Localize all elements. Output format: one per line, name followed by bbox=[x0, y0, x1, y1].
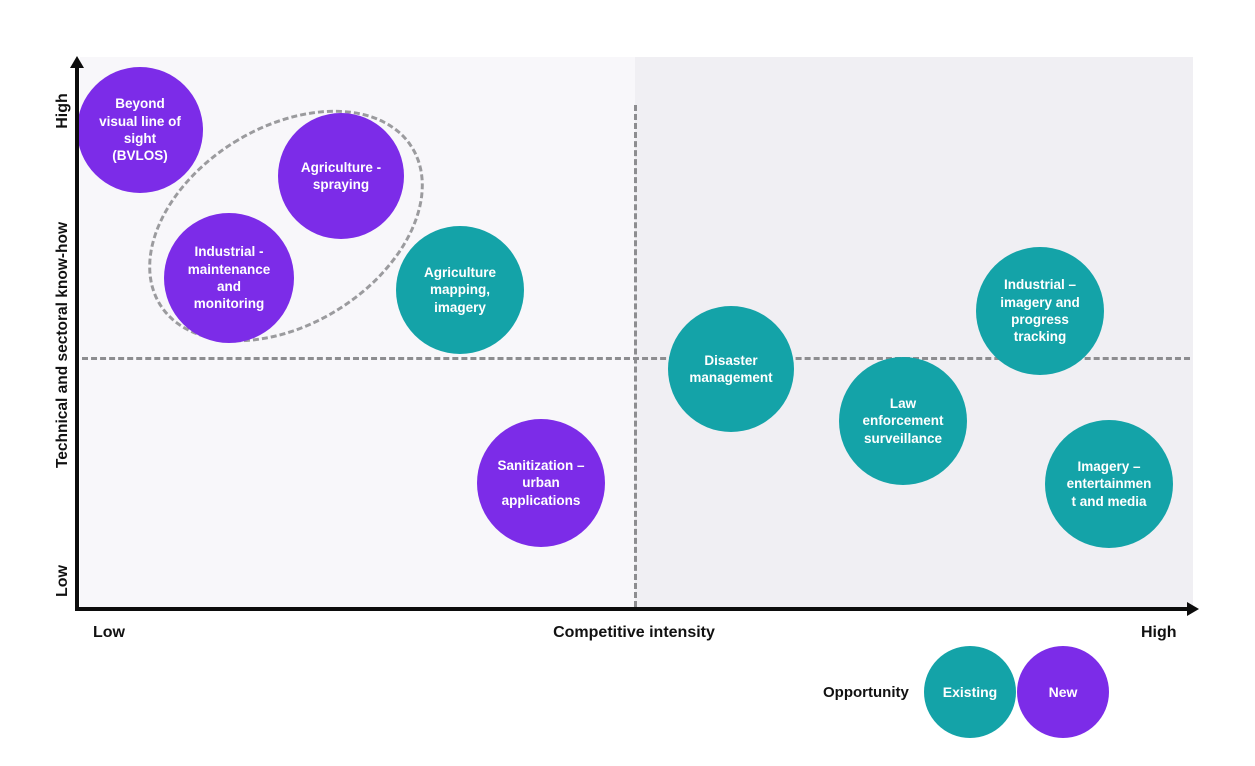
bubble-agriculture-spraying: Agriculture - spraying bbox=[278, 113, 404, 239]
x-axis-high-label: High bbox=[1141, 624, 1177, 641]
bubble-disaster-management: Disaster management bbox=[668, 306, 794, 432]
bubble-industrial-maintenance-and-mon: Industrial - maintenance and monitoring bbox=[164, 213, 294, 343]
bubble-beyond-visual-line-of-sight-bv: Beyond visual line of sight (BVLOS) bbox=[77, 67, 203, 193]
y-axis-title: Technical and sectoral know-how bbox=[54, 221, 71, 469]
legend-new-bubble: New bbox=[1017, 646, 1109, 738]
x-axis-title: Competitive intensity bbox=[553, 624, 715, 641]
bubble-sanitization-urban-application: Sanitization – urban applications bbox=[477, 419, 605, 547]
bubble-law-enforcement-surveillance: Law enforcement surveillance bbox=[839, 357, 967, 485]
x-axis-line bbox=[75, 607, 1187, 611]
bubble-agriculture-mapping-imagery: Agriculture mapping, imagery bbox=[396, 226, 524, 354]
y-axis-line bbox=[75, 66, 79, 611]
y-axis-high-label: High bbox=[54, 93, 71, 129]
bubble-imagery-entertainmen-t-and-med: Imagery – entertainmen t and media bbox=[1045, 420, 1173, 548]
legend-title: Opportunity bbox=[823, 684, 909, 701]
y-axis-low-label: Low bbox=[54, 565, 71, 597]
y-axis-arrow-icon bbox=[70, 56, 84, 68]
bubble-industrial-imagery-and-progres: Industrial – imagery and progress tracki… bbox=[976, 247, 1104, 375]
x-axis-arrow-icon bbox=[1187, 602, 1199, 616]
quadrant-divider-vertical bbox=[634, 105, 637, 607]
x-axis-low-label: Low bbox=[93, 624, 125, 641]
legend-existing-bubble: Existing bbox=[924, 646, 1016, 738]
